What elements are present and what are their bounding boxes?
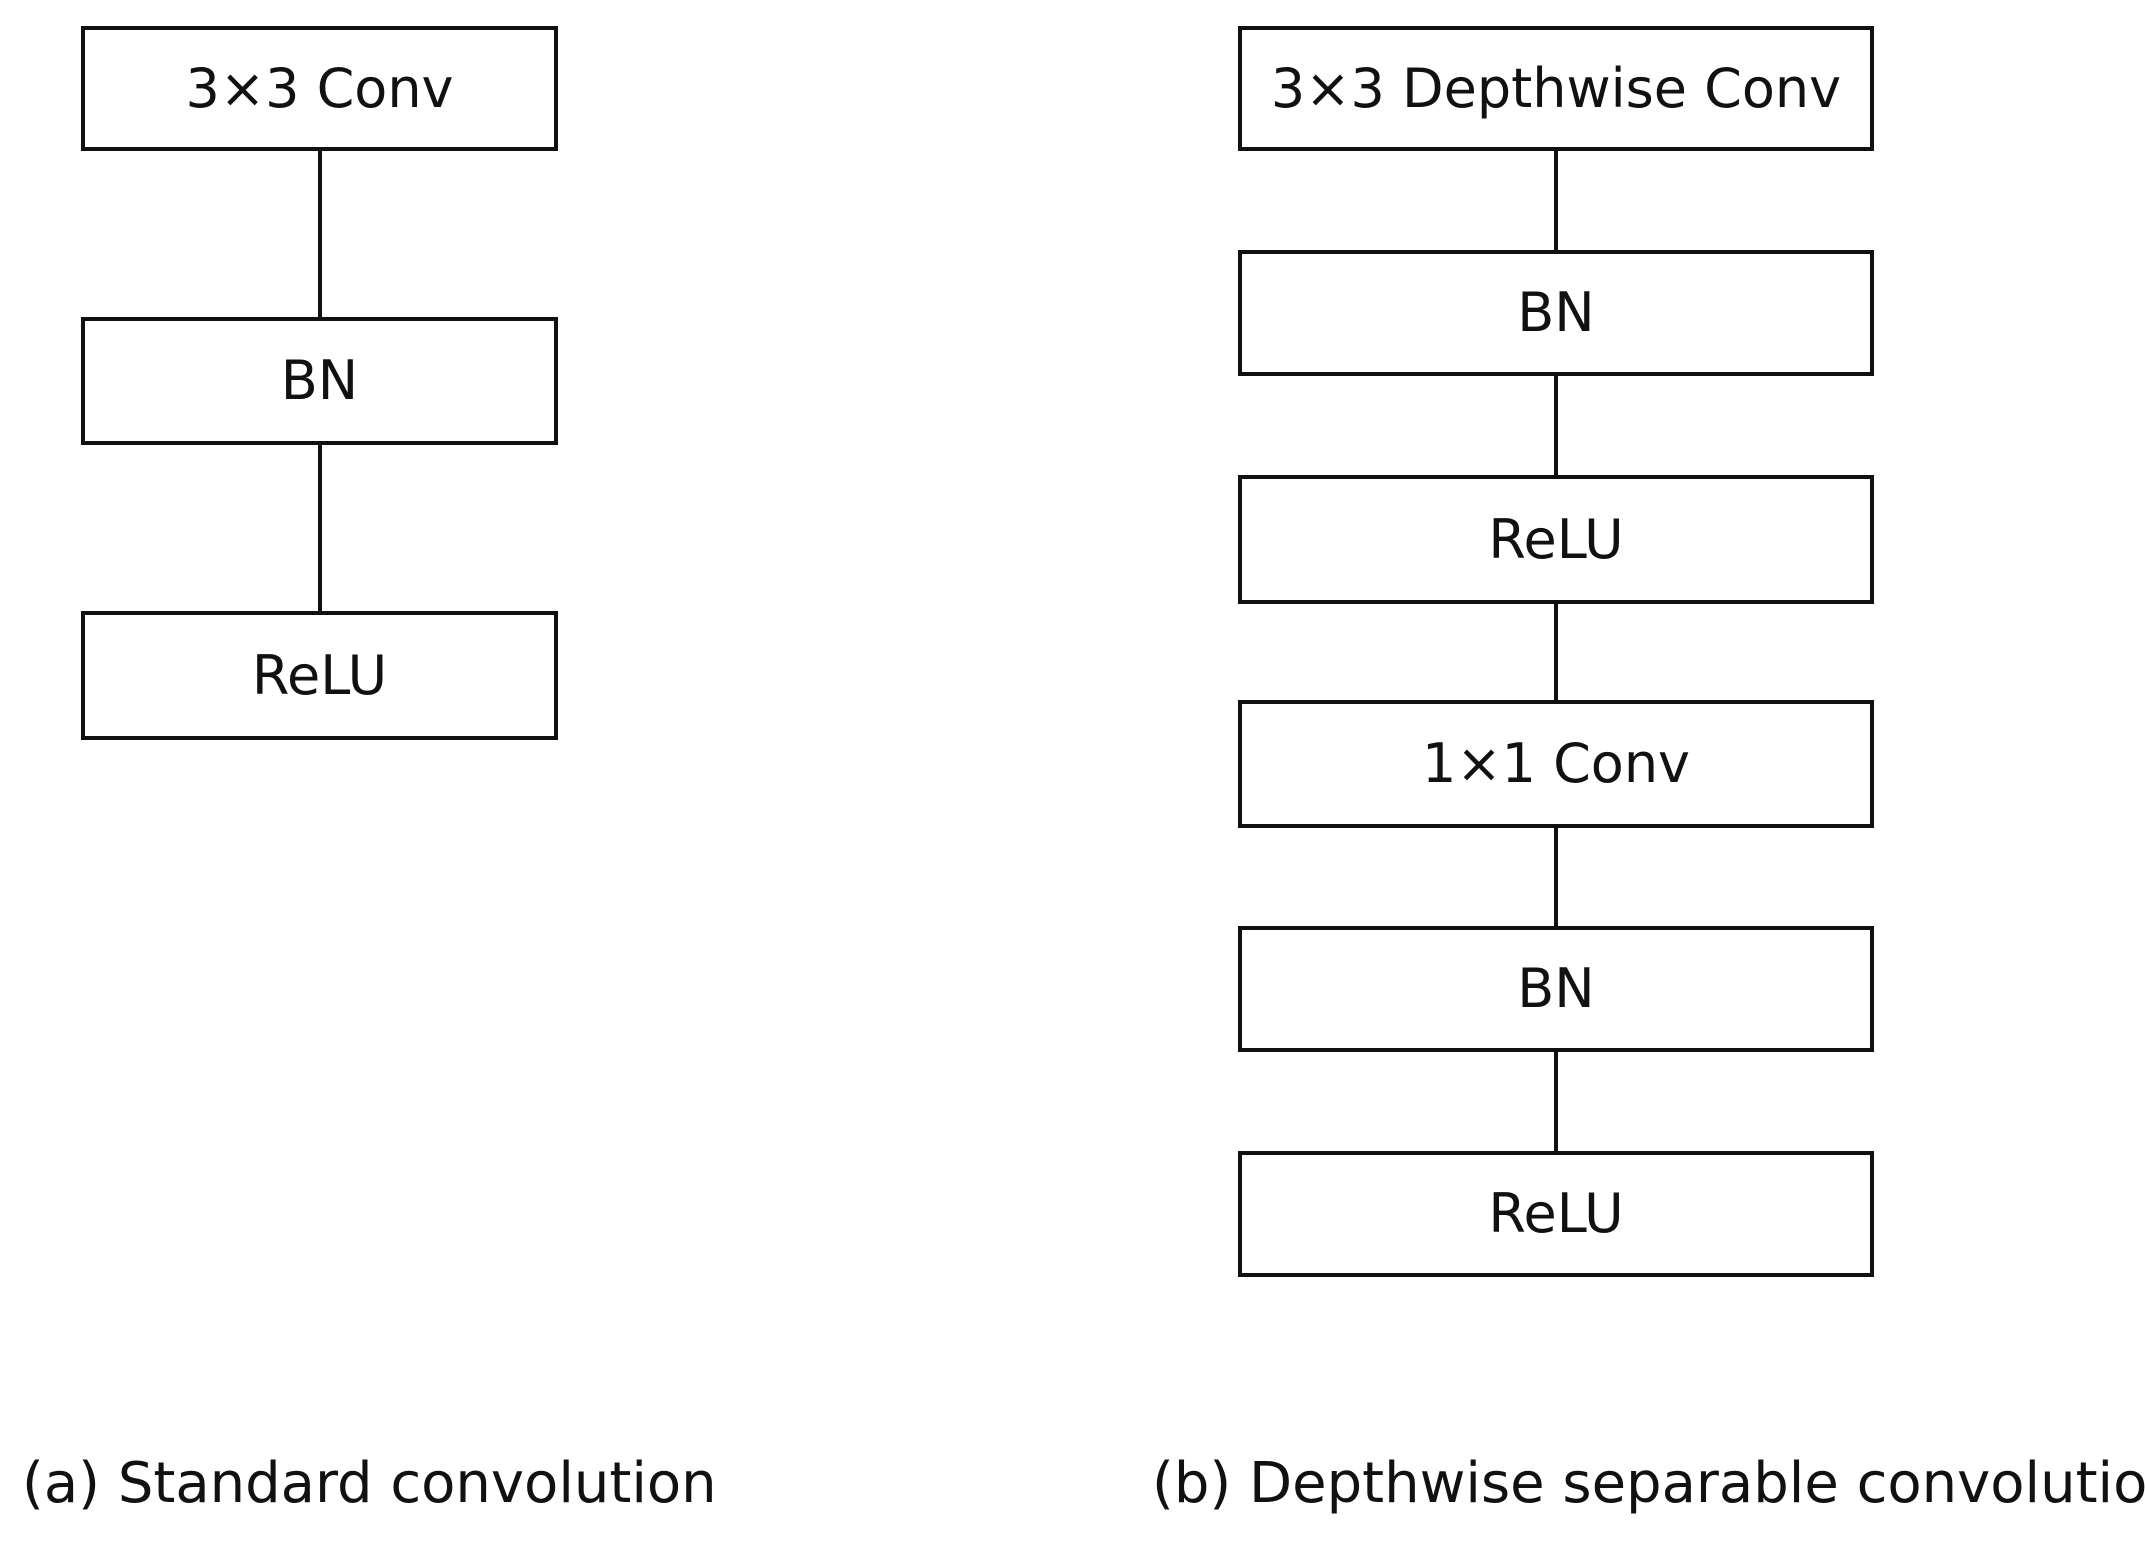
connector-line bbox=[1554, 828, 1558, 926]
relu-label: ReLU bbox=[251, 643, 388, 707]
pointwise-conv-block: 1×1 Conv bbox=[1238, 700, 1874, 828]
connector-line bbox=[1554, 604, 1558, 700]
standard-convolution-caption: (a) Standard convolution bbox=[22, 1451, 717, 1516]
relu-label: ReLU bbox=[1488, 1182, 1624, 1245]
batch-norm-block: BN bbox=[1238, 250, 1874, 376]
batch-norm-label: BN bbox=[1517, 957, 1595, 1020]
relu-block: ReLU bbox=[81, 611, 558, 740]
connector-line bbox=[1554, 151, 1558, 250]
relu-label: ReLU bbox=[1488, 507, 1624, 571]
connector-line bbox=[318, 445, 322, 611]
standard-conv-label: 3×3 Conv bbox=[185, 56, 454, 120]
connector-line bbox=[1554, 376, 1558, 475]
batch-norm-label: BN bbox=[280, 349, 359, 412]
depthwise-conv-label: 3×3 Depthwise Conv bbox=[1270, 56, 1842, 120]
relu-block: ReLU bbox=[1238, 1151, 1874, 1277]
depthwise-conv-block: 3×3 Depthwise Conv bbox=[1238, 26, 1874, 151]
connector-line bbox=[318, 151, 322, 317]
connector-line bbox=[1554, 1052, 1558, 1151]
depthwise-separable-convolution-caption: (b) Depthwise separable convolution bbox=[1152, 1451, 2145, 1516]
batch-norm-block: BN bbox=[1238, 926, 1874, 1052]
relu-block: ReLU bbox=[1238, 475, 1874, 604]
standard-conv-block: 3×3 Conv bbox=[81, 26, 558, 151]
batch-norm-block: BN bbox=[81, 317, 558, 445]
pointwise-conv-label: 1×1 Conv bbox=[1421, 732, 1691, 795]
batch-norm-label: BN bbox=[1517, 281, 1595, 344]
